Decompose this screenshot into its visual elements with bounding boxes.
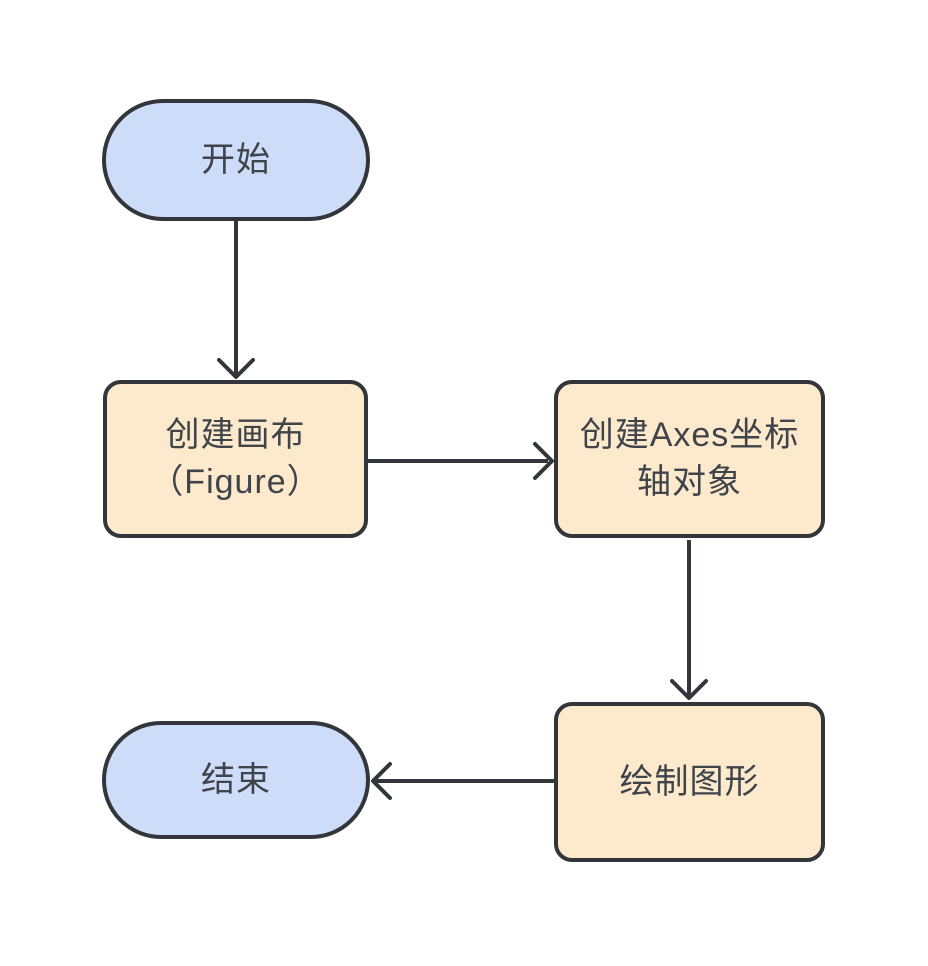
arrow-start-to-create-figure [217,221,255,379]
node-label-line1: 创建画布 [165,416,306,454]
node-label-line2: （Figure） [149,463,322,501]
node-label: 绘制图形 [619,762,760,801]
node-label-line2: 轴对象 [637,463,742,501]
flow-node-end: 结束 [102,721,370,839]
node-label-line1: 创建Axes坐标 [579,416,800,454]
node-label: 开始 [201,140,271,179]
arrow-create-axes-to-draw [670,540,708,700]
node-label: 结束 [201,760,271,799]
arrow-create-figure-to-create-axes [368,442,554,480]
arrow-draw-to-end [371,762,554,800]
flow-node-create-axes: 创建Axes坐标 轴对象 [554,380,825,538]
flow-node-draw: 绘制图形 [554,702,825,862]
flow-node-start: 开始 [102,99,370,221]
flow-node-create-figure: 创建画布 （Figure） [103,380,368,538]
